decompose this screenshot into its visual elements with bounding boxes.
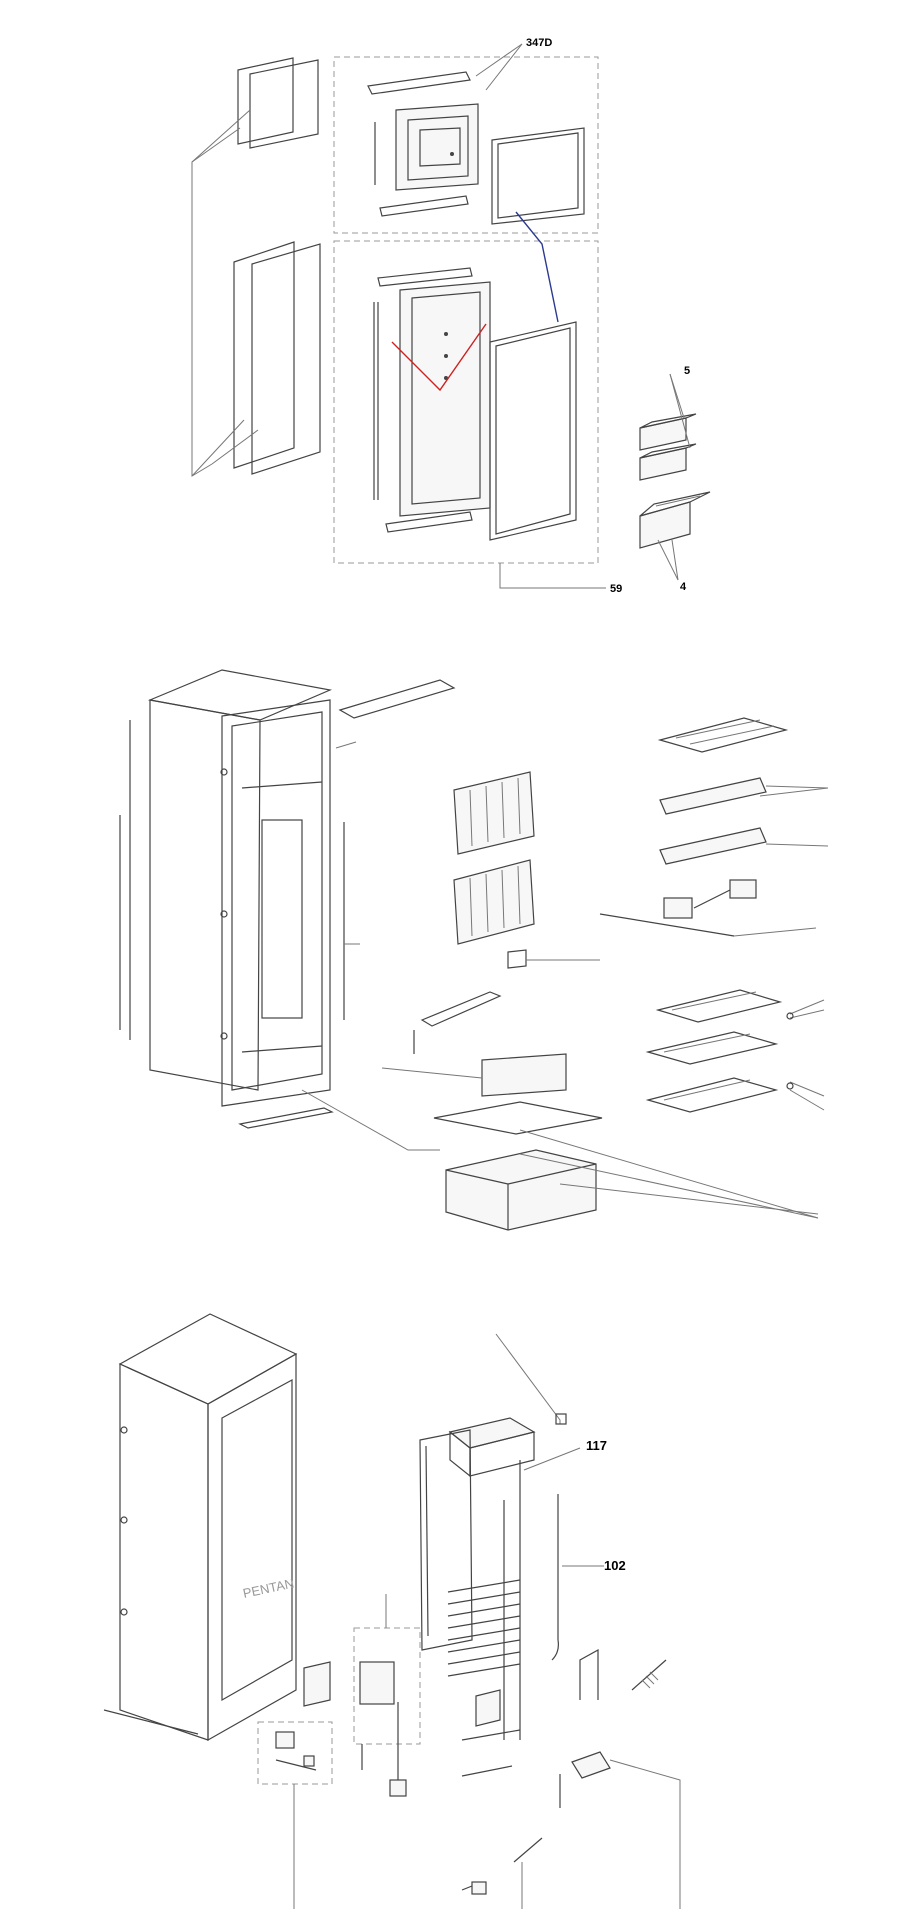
wire-shelf-1 bbox=[655, 989, 783, 1023]
fridge-door bbox=[373, 267, 491, 533]
wire-shelf-top bbox=[657, 717, 789, 753]
thermostat bbox=[275, 1731, 317, 1771]
label-347D: 347D bbox=[526, 37, 552, 49]
flue-cable bbox=[551, 1639, 559, 1661]
panel-leader bbox=[191, 109, 251, 477]
evaporator-fins-lower bbox=[453, 859, 535, 945]
cooling-section: PENTAN bbox=[103, 1313, 681, 1909]
shelf-support-lines bbox=[391, 323, 487, 392]
cabinet-rear: PENTAN bbox=[103, 1313, 298, 1742]
fridge-door-gasket bbox=[489, 321, 577, 541]
door-shelf-large bbox=[639, 491, 711, 549]
label-5: 5 bbox=[684, 365, 690, 377]
light-housing bbox=[659, 777, 829, 865]
fridge-door-panel bbox=[233, 241, 321, 475]
pentan-embossing: PENTAN bbox=[242, 1575, 296, 1600]
igniter-module bbox=[559, 1751, 611, 1808]
burner-parts bbox=[461, 1837, 543, 1895]
crisper-cover bbox=[481, 1053, 567, 1097]
label-117: 117 bbox=[586, 1438, 607, 1453]
gas-bracket bbox=[303, 1661, 331, 1707]
cabinet-front bbox=[119, 669, 333, 1107]
control-module bbox=[663, 879, 757, 919]
l-pipe bbox=[579, 1648, 599, 1700]
top-plate bbox=[338, 679, 456, 719]
wire-shelf-3 bbox=[645, 1077, 779, 1113]
evaporator-fins-upper bbox=[453, 771, 535, 855]
heater-element bbox=[631, 1659, 667, 1691]
gas-valve bbox=[359, 1661, 407, 1797]
label-59: 59 bbox=[610, 583, 622, 595]
freezer-door-box bbox=[333, 56, 599, 234]
gas-valve-box bbox=[353, 1627, 421, 1745]
wire-shelf-2 bbox=[645, 1031, 779, 1065]
inspection-tag bbox=[555, 1413, 567, 1425]
label-102: 102 bbox=[604, 1558, 626, 1573]
freezer-door bbox=[367, 71, 479, 217]
fridge-door-box bbox=[333, 240, 599, 564]
gasket-link-line bbox=[515, 211, 559, 323]
glass-shelf bbox=[433, 1101, 603, 1135]
crisper-box bbox=[445, 1149, 597, 1231]
freezer-door-gasket bbox=[491, 127, 585, 225]
thermostat-box bbox=[257, 1721, 333, 1785]
absorber-vessel bbox=[475, 1689, 501, 1727]
cooling-evaporator bbox=[448, 1417, 536, 1449]
bottom-rail bbox=[238, 1107, 334, 1129]
condenser-fins bbox=[447, 1579, 521, 1677]
door-shelf-small bbox=[639, 413, 697, 481]
cooling-unit bbox=[419, 1417, 536, 1777]
interior-section bbox=[119, 669, 829, 1231]
door-section: 347D 59 5 4 bbox=[191, 37, 711, 595]
drip-rail bbox=[420, 991, 502, 1027]
freezer-door-panel bbox=[237, 57, 319, 149]
light-rod bbox=[599, 913, 735, 937]
label-4: 4 bbox=[680, 581, 687, 593]
fin-bracket bbox=[507, 949, 527, 969]
